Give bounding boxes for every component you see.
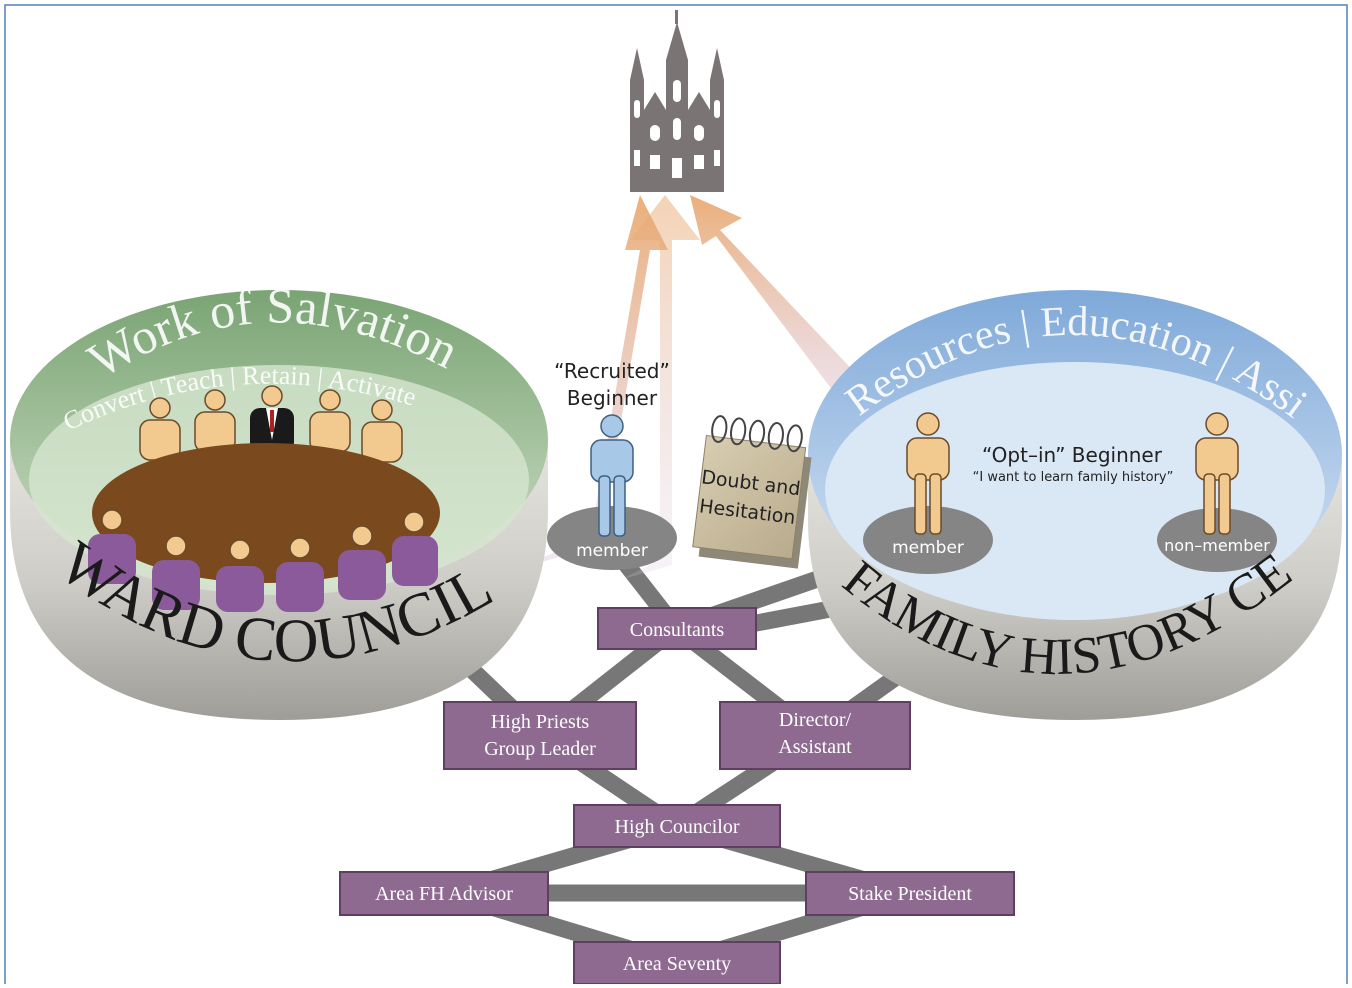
opt-in-nonmember-person-icon xyxy=(1195,412,1239,535)
recruited-person-icon xyxy=(590,414,634,537)
opt-in-member-person-icon xyxy=(906,412,950,535)
area-fh-advisor-label: Area FH Advisor xyxy=(375,883,513,905)
area-seventy-box: Area Seventy xyxy=(573,941,781,985)
temple-icon xyxy=(630,10,724,192)
consultants-label: Consultants xyxy=(630,619,725,641)
high-councilor-box: High Councilor xyxy=(573,804,781,848)
high-councilor-label: High Councilor xyxy=(615,816,740,838)
council-table xyxy=(92,443,440,583)
stake-president-box: Stake President xyxy=(805,871,1015,916)
director-label-line1: Director/ xyxy=(779,709,852,731)
person-icon xyxy=(139,389,403,463)
fhc-member-label: member xyxy=(892,538,964,558)
recruited-beginner: “Recruited” Beginner member xyxy=(547,359,677,570)
outer-frame xyxy=(4,4,1348,988)
council-members-back xyxy=(139,385,403,463)
doubt-sign-board xyxy=(692,434,807,560)
recruited-member-label: member xyxy=(576,541,648,561)
fhc-nonmember-label: non–member xyxy=(1164,536,1270,555)
robe-shapes xyxy=(88,534,438,612)
fhc-nonmember-platform xyxy=(1157,508,1277,572)
opt-in-quote: “I want to learn family history” xyxy=(973,470,1174,485)
doubt-sign: Doubt and Hesitation xyxy=(692,415,812,569)
fhc-member-platform xyxy=(863,506,993,574)
ward-council-bowl: Work of Salvation Convert | Teach | Reta… xyxy=(10,277,548,720)
recruited-label-line1: “Recruited” xyxy=(554,359,670,383)
consultants-box: Consultants xyxy=(597,607,757,650)
recruited-label-line2: Beginner xyxy=(567,386,658,410)
director-label-line2: Assistant xyxy=(778,736,852,758)
recruited-member-platform xyxy=(547,506,677,570)
bishop-person-icon xyxy=(250,385,294,452)
high-priests-label-line1: High Priests xyxy=(491,711,590,733)
person-icon xyxy=(101,509,425,561)
doubt-sign-rings xyxy=(711,415,803,453)
high-priests-label-line2: Group Leader xyxy=(484,738,596,760)
arrow-left-overlay xyxy=(620,195,700,580)
org-boxes: Consultants High Priests Group Leader Di… xyxy=(339,607,1015,985)
high-priests-box: High Priests Group Leader xyxy=(443,701,637,770)
area-seventy-label: Area Seventy xyxy=(623,953,731,975)
opt-in-label: “Opt–in” Beginner xyxy=(982,443,1163,467)
stake-president-label: Stake President xyxy=(848,883,972,905)
council-members-front xyxy=(88,509,438,612)
director-box: Director/ Assistant xyxy=(719,701,911,770)
area-fh-advisor-box: Area FH Advisor xyxy=(339,871,549,916)
